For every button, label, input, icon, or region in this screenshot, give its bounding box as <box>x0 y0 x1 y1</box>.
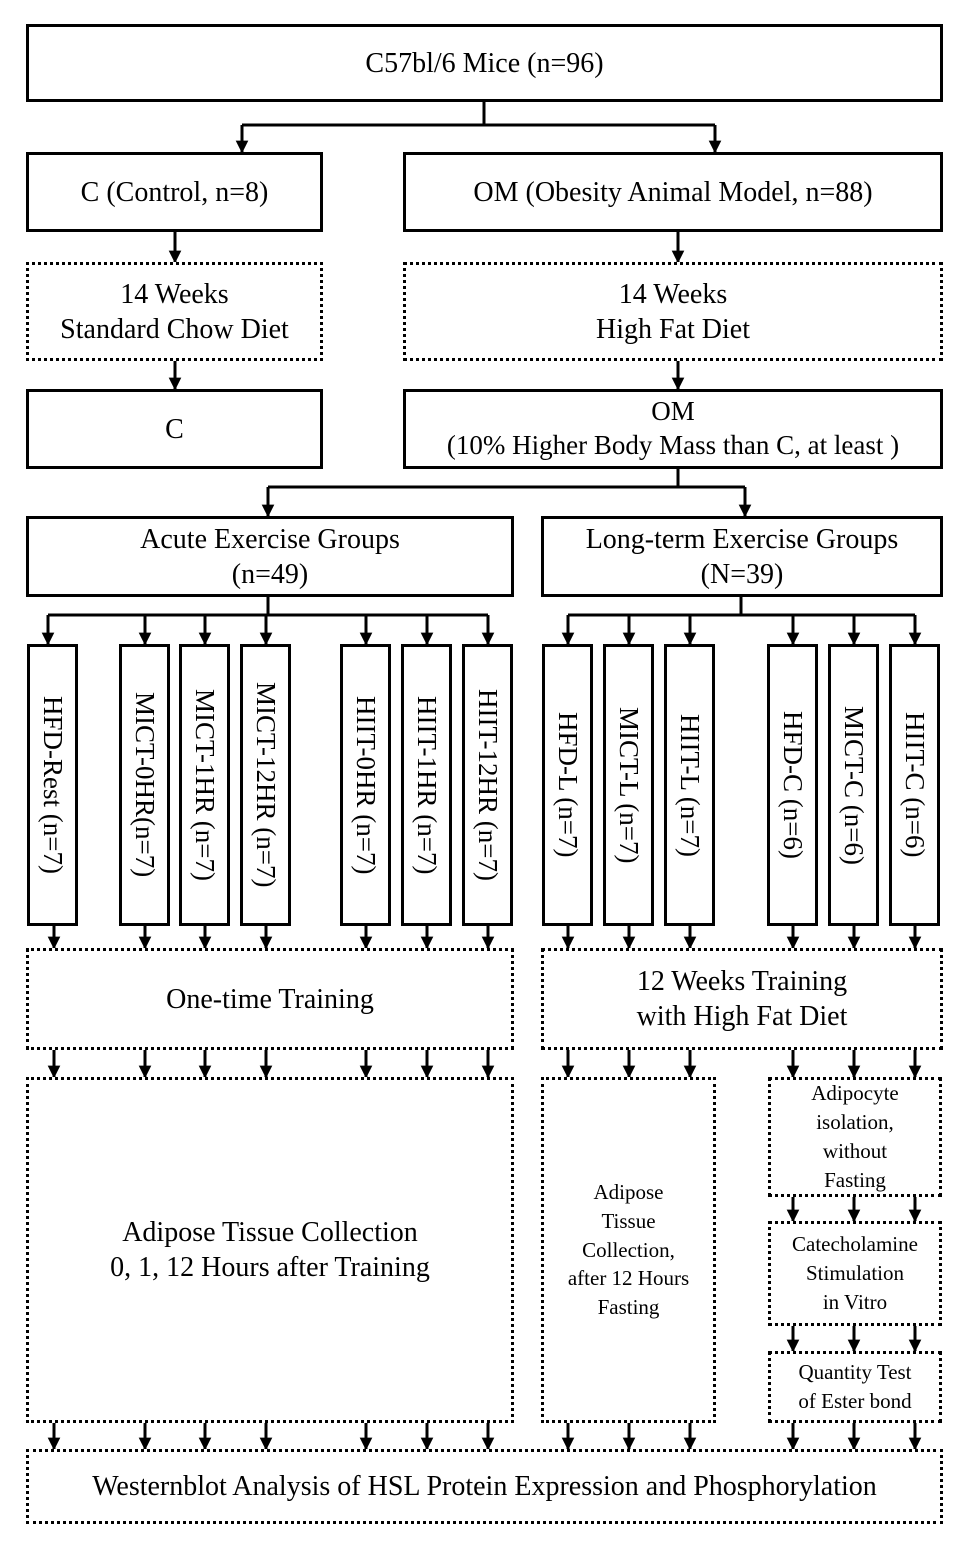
obesity-diet-box: 14 Weeks High Fat Diet <box>403 262 943 361</box>
acute-header-label: Acute Exercise Groups (n=49) <box>140 523 400 590</box>
longterm-header-box: Long-term Exercise Groups (N=39) <box>541 516 943 597</box>
subgroup-mict-0hr: MICT-0HR(n=7) <box>119 644 170 926</box>
subgroup-hiit-l: HIIT-L (n=7) <box>664 644 715 926</box>
control-result-box: C <box>26 389 323 469</box>
subgroup-hfd-c: HFD-C (n=6) <box>767 644 818 926</box>
longterm-header-label: Long-term Exercise Groups (N=39) <box>585 523 899 590</box>
control-diet-label: 14 Weeks Standard Chow Diet <box>60 278 289 345</box>
subgroup-label: MICT-12HR (n=7) <box>251 682 281 888</box>
obesity-result-label: OM (10% Higher Body Mass than C, at leas… <box>446 396 900 460</box>
subgroup-label: MICT-L (n=7) <box>614 706 644 864</box>
obesity-diet-label: 14 Weeks High Fat Diet <box>596 278 750 345</box>
subgroup-hiit-0hr: HIIT-0HR (n=7) <box>340 644 391 926</box>
quantity-box: Quantity Test of Ester bond <box>768 1351 942 1423</box>
subgroup-mict-c: MICT-C (n=6) <box>828 644 879 926</box>
root-box: C57bl/6 Mice (n=96) <box>26 24 943 102</box>
subgroup-hfd-rest: HFD-Rest (n=7) <box>27 644 78 926</box>
final-analysis-box: Westernblot Analysis of HSL Protein Expr… <box>26 1449 943 1524</box>
control-group-label: C (Control, n=8) <box>80 176 269 208</box>
root-label: C57bl/6 Mice (n=96) <box>365 47 604 79</box>
subgroup-mict-l: MICT-L (n=7) <box>603 644 654 926</box>
control-diet-box: 14 Weeks Standard Chow Diet <box>26 262 323 361</box>
longterm-training-label: 12 Weeks Training with High Fat Diet <box>636 966 848 1032</box>
subgroup-label: HFD-C (n=6) <box>778 711 808 859</box>
control-group-box: C (Control, n=8) <box>26 152 323 232</box>
subgroup-hiit-12hr: HIIT-12HR (n=7) <box>462 644 513 926</box>
subgroup-label: HFD-L (n=7) <box>553 712 583 858</box>
control-result-label: C <box>165 413 184 445</box>
stimulation-label: Catecholamine Stimulation in Vitro <box>792 1232 918 1314</box>
subgroup-label: HIIT-12HR (n=7) <box>473 689 503 881</box>
subgroup-mict-1hr: MICT-1HR (n=7) <box>179 644 230 926</box>
acute-header-box: Acute Exercise Groups (n=49) <box>26 516 514 597</box>
subgroup-label: MICT-0HR(n=7) <box>130 692 160 878</box>
acute-training-box: One-time Training <box>26 948 514 1050</box>
stimulation-box: Catecholamine Stimulation in Vitro <box>768 1221 942 1326</box>
subgroup-mict-12hr: MICT-12HR (n=7) <box>240 644 291 926</box>
subgroup-label: HFD-Rest (n=7) <box>38 696 68 874</box>
subgroup-label: HIIT-C (n=6) <box>900 712 930 858</box>
obesity-group-label: OM (Obesity Animal Model, n=88) <box>473 176 873 208</box>
acute-training-label: One-time Training <box>166 983 374 1015</box>
longterm-collection-box: Adipose Tissue Collection, after 12 Hour… <box>541 1077 716 1423</box>
subgroup-label: MICT-1HR (n=7) <box>190 689 220 881</box>
subgroup-label: HIIT-0HR (n=7) <box>351 695 381 875</box>
subgroup-label: MICT-C (n=6) <box>839 705 869 865</box>
subgroup-label: HIIT-1HR (n=7) <box>412 695 442 875</box>
subgroup-hiit-1hr: HIIT-1HR (n=7) <box>401 644 452 926</box>
acute-collection-label: Adipose Tissue Collection 0, 1, 12 Hours… <box>110 1217 430 1283</box>
obesity-result-box: OM (10% Higher Body Mass than C, at leas… <box>403 389 943 469</box>
longterm-training-box: 12 Weeks Training with High Fat Diet <box>541 948 943 1050</box>
subgroup-hiit-c: HIIT-C (n=6) <box>889 644 940 926</box>
isolation-label: Adipocyte isolation, without Fasting <box>811 1081 899 1192</box>
subgroup-hfd-l: HFD-L (n=7) <box>542 644 593 926</box>
final-analysis-label: Westernblot Analysis of HSL Protein Expr… <box>92 1471 877 1502</box>
quantity-label: Quantity Test of Ester bond <box>798 1360 912 1413</box>
longterm-collection-label: Adipose Tissue Collection, after 12 Hour… <box>567 1179 690 1320</box>
isolation-box: Adipocyte isolation, without Fasting <box>768 1077 942 1197</box>
obesity-group-box: OM (Obesity Animal Model, n=88) <box>403 152 943 232</box>
acute-collection-box: Adipose Tissue Collection 0, 1, 12 Hours… <box>26 1077 514 1423</box>
subgroup-label: HIIT-L (n=7) <box>675 713 705 857</box>
